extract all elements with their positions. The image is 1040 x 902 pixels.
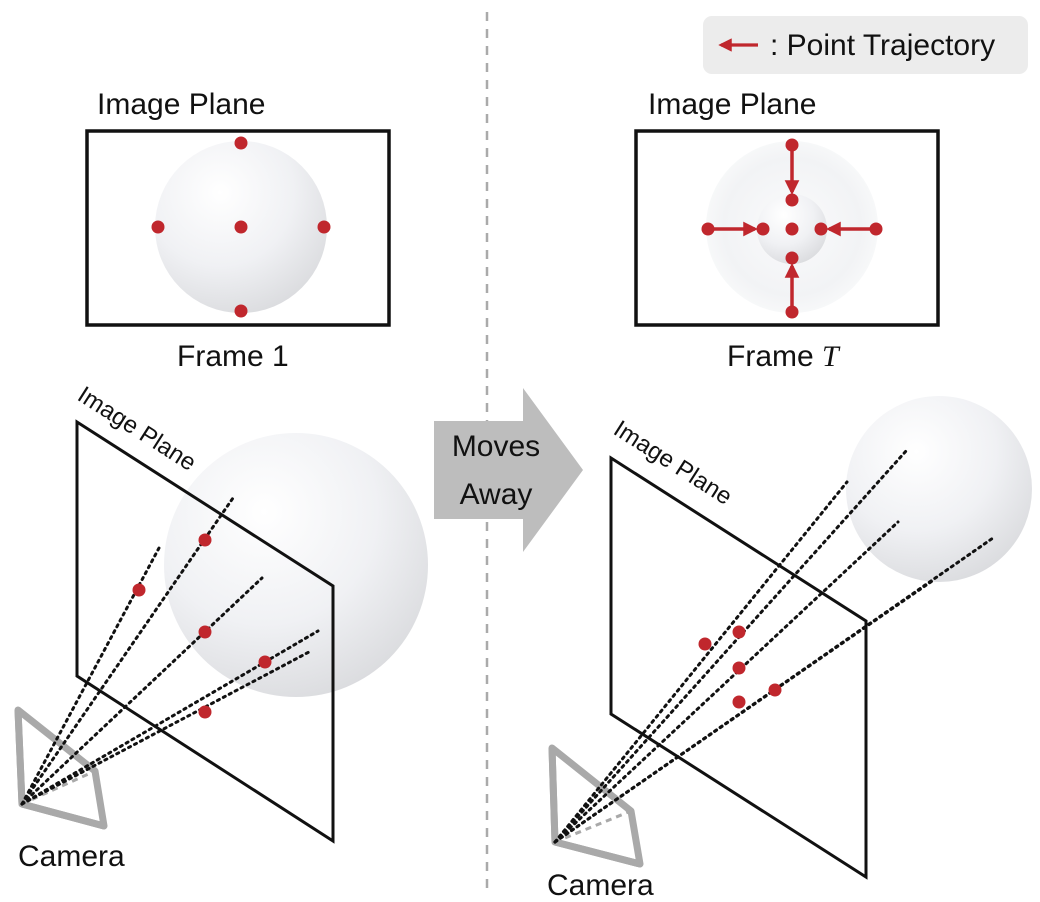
left-image-plane-title: Image Plane bbox=[97, 88, 265, 121]
left-point-left bbox=[151, 220, 165, 234]
left-image-plane-view: Image Plane Frame 1 bbox=[85, 88, 391, 373]
left-point-right bbox=[317, 220, 331, 234]
right-point-start-bottom bbox=[785, 305, 799, 319]
right-image-plane-view: : Point Trajectory Image Plane Frame T bbox=[634, 16, 1028, 373]
right-point-start-left bbox=[701, 222, 715, 236]
right-point-end-left bbox=[756, 222, 770, 236]
right-3d-point-3 bbox=[732, 661, 746, 675]
right-3d-point-1 bbox=[698, 637, 712, 651]
left-3d-point-2 bbox=[198, 533, 212, 547]
right-3d-point-2 bbox=[732, 625, 746, 639]
right-camera-label: Camera bbox=[547, 869, 654, 902]
left-point-top bbox=[234, 136, 248, 150]
left-3d-point-3 bbox=[198, 625, 212, 639]
legend-box: : Point Trajectory bbox=[703, 16, 1028, 74]
right-image-frame bbox=[634, 129, 940, 327]
right-3d-sphere bbox=[846, 396, 1032, 582]
left-point-bottom bbox=[234, 304, 248, 318]
right-point-center bbox=[785, 222, 799, 236]
left-3d-plane-label: Image Plane bbox=[73, 381, 201, 476]
right-3d-image-plane bbox=[609, 455, 868, 880]
moves-away-line2: Away bbox=[460, 478, 533, 511]
right-3d-point-4 bbox=[732, 695, 746, 709]
right-image-plane-title: Image Plane bbox=[648, 88, 816, 121]
left-point-center bbox=[234, 220, 248, 234]
right-perspective-scene: Image Plane Camera bbox=[547, 396, 1032, 902]
left-3d-point-4 bbox=[258, 655, 272, 669]
right-point-end-bottom bbox=[785, 251, 799, 265]
right-rays bbox=[553, 449, 995, 844]
left-image-frame bbox=[85, 129, 391, 327]
moves-away-line1: Moves bbox=[452, 430, 540, 463]
moves-away-arrow: Moves Away bbox=[434, 388, 583, 552]
camera-frustum-icon bbox=[548, 744, 644, 868]
right-frame-label: Frame T bbox=[727, 340, 841, 373]
left-perspective-scene: Image Plane Camera bbox=[14, 381, 428, 873]
right-point-end-top bbox=[785, 193, 799, 207]
right-point-start-right bbox=[869, 222, 883, 236]
right-point-start-top bbox=[785, 138, 799, 152]
left-camera-label: Camera bbox=[18, 840, 125, 873]
left-3d-point-1 bbox=[132, 583, 146, 597]
right-3d-point-5 bbox=[768, 683, 782, 697]
left-frame-label: Frame 1 bbox=[177, 340, 289, 373]
left-3d-point-5 bbox=[198, 705, 212, 719]
left-3d-sphere bbox=[164, 433, 428, 697]
right-point-end-right bbox=[814, 222, 828, 236]
legend-label: : Point Trajectory bbox=[770, 29, 995, 62]
left-3d-image-plane bbox=[75, 419, 335, 844]
